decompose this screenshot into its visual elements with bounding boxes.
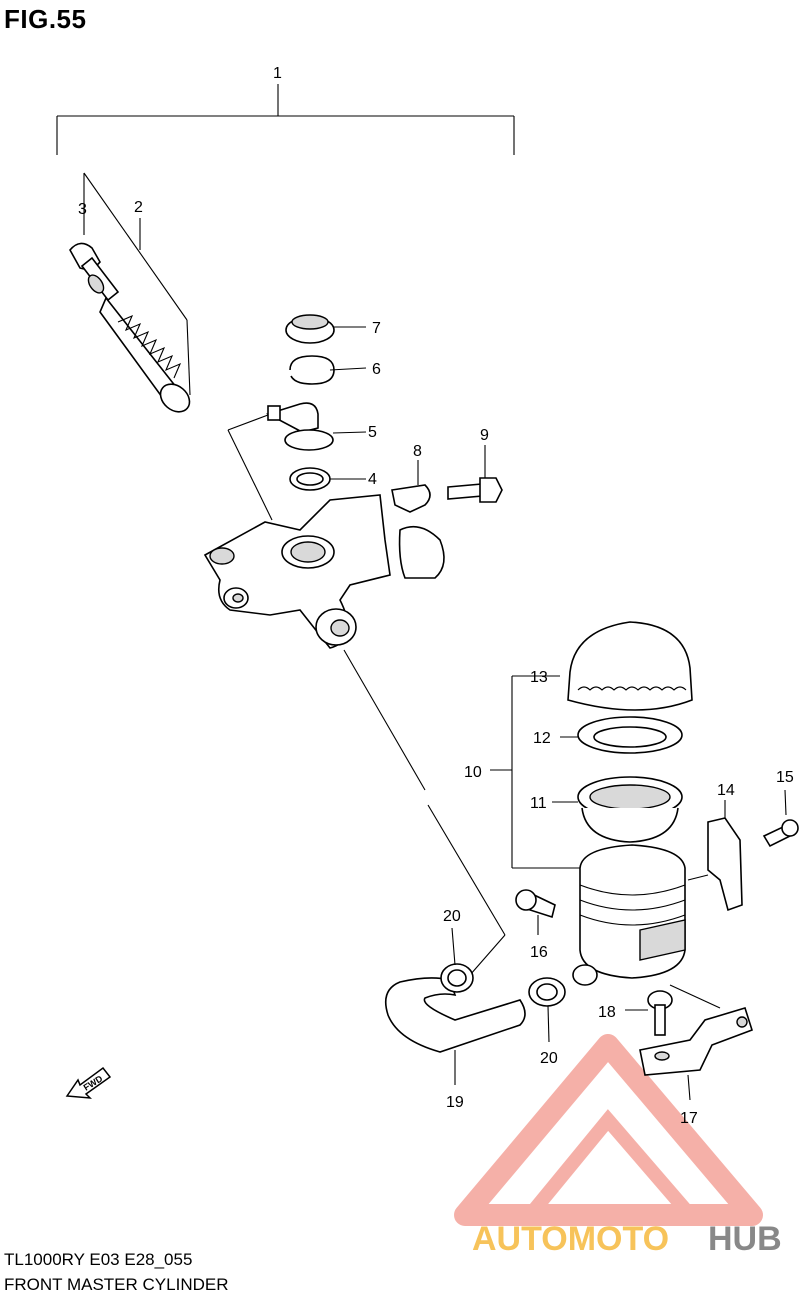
fwd-arrow-icon: FWD bbox=[65, 1066, 112, 1099]
part-18-bolt bbox=[625, 984, 721, 1036]
watermark-text-secondary: HUB bbox=[708, 1220, 782, 1258]
callout-12: 12 bbox=[533, 730, 551, 747]
spring bbox=[117, 314, 182, 379]
reservoir-body bbox=[572, 844, 686, 986]
callout-10: 10 bbox=[464, 764, 482, 781]
callout-8: 8 bbox=[413, 443, 422, 460]
callout-1: 1 bbox=[273, 65, 282, 82]
callout-3: 3 bbox=[78, 201, 87, 218]
part-11-diaphragm bbox=[552, 776, 683, 843]
section-name: FRONT MASTER CYLINDER bbox=[4, 1275, 229, 1294]
part-13-reservoir-cap bbox=[567, 621, 693, 711]
callout-4: 4 bbox=[368, 471, 377, 488]
callout-6: 6 bbox=[372, 361, 381, 378]
callout-18: 18 bbox=[598, 1004, 616, 1021]
callout-5: 5 bbox=[368, 424, 377, 441]
callout-16: 16 bbox=[530, 944, 548, 961]
watermark-logo bbox=[454, 1034, 763, 1226]
model-code: TL1000RY E03 E28_055 bbox=[4, 1250, 193, 1269]
part-12-plate bbox=[560, 716, 683, 754]
reservoir-group-bracket bbox=[490, 675, 585, 869]
callout-2: 2 bbox=[134, 199, 143, 216]
bracket-1 bbox=[56, 84, 515, 155]
figure-title: FIG.55 bbox=[4, 4, 87, 34]
part-7-cap bbox=[285, 314, 366, 344]
callout-7: 7 bbox=[372, 320, 381, 337]
callout-13: 13 bbox=[530, 669, 548, 686]
callout-14: 14 bbox=[717, 782, 735, 799]
callout-19: 19 bbox=[446, 1094, 464, 1111]
part-6-circlip bbox=[289, 355, 367, 385]
part-17-stay bbox=[639, 1007, 753, 1101]
part-4-oring bbox=[289, 467, 366, 491]
part-16-bolt bbox=[515, 889, 556, 935]
callout-9: 9 bbox=[480, 427, 489, 444]
part-19-hose bbox=[384, 977, 526, 1085]
part-9-bolt bbox=[447, 445, 503, 503]
part-8-clamp bbox=[391, 460, 445, 579]
part-15-screw bbox=[762, 789, 799, 848]
part-20-clip-lower bbox=[528, 977, 566, 1043]
callout-17: 17 bbox=[680, 1110, 698, 1127]
part-5-joint bbox=[227, 402, 367, 521]
watermark-text-primary: AUTOMOTO bbox=[472, 1220, 669, 1258]
callout-20-upper: 20 bbox=[443, 908, 461, 925]
part-20-clip-upper bbox=[440, 927, 474, 993]
master-cylinder-body bbox=[203, 494, 391, 649]
hose-route-line bbox=[343, 649, 506, 976]
callout-11: 11 bbox=[530, 795, 547, 812]
callout-20-lower: 20 bbox=[540, 1050, 558, 1067]
piston-assembly bbox=[69, 172, 191, 413]
callout-15: 15 bbox=[776, 769, 794, 786]
part-14-bracket bbox=[687, 800, 743, 912]
